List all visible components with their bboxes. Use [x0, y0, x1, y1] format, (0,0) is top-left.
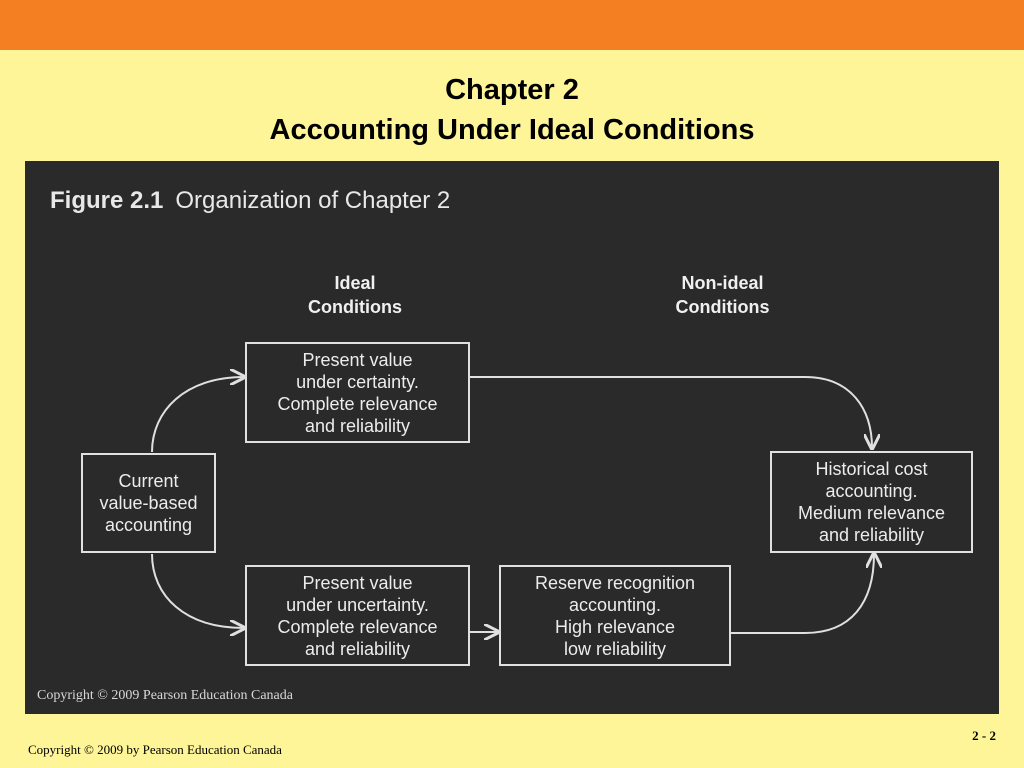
arrow-current-to-pv-certainty — [151, 377, 244, 453]
arrow-current-to-pv-uncertainty — [151, 553, 244, 628]
box-pv-certainty: Present value under certainty. Complete … — [245, 342, 470, 443]
top-accent-bar — [0, 0, 1024, 50]
footer-copyright: Copyright © 2009 by Pearson Education Ca… — [28, 742, 282, 757]
box-pv-uncertainty: Present value under uncertainty. Complet… — [245, 565, 470, 666]
slide-title-line2: Accounting Under Ideal Conditions — [269, 114, 755, 146]
figure-label: Figure 2.1 — [50, 187, 164, 214]
figure-heading: Figure 2.1 Organization of Chapter 2 — [50, 187, 450, 215]
flow-arrows — [151, 161, 999, 714]
page-number: 2 - 2 — [972, 728, 996, 743]
slide-title: Chapter 2 Accounting Under Ideal Conditi… — [0, 70, 1024, 150]
box-historical-cost: Historical cost accounting. Medium relev… — [770, 451, 973, 553]
figure-copyright: Copyright © 2009 Pearson Education Canad… — [37, 688, 293, 703]
column-header-non-ideal: Non-ideal Conditions — [675, 273, 770, 317]
arrow-reserve-to-historical — [730, 554, 874, 634]
figure-title: Organization of Chapter 2 — [175, 187, 451, 214]
slide-title-line1: Chapter 2 — [445, 74, 579, 106]
box-reserve-recognition: Reserve recognition accounting. High rel… — [499, 565, 731, 666]
figure-panel: Figure 2.1 Organization of Chapter 2 Idea… — [25, 161, 999, 714]
column-header-ideal: Ideal Conditions — [308, 273, 402, 317]
arrow-pv-certainty-to-historical — [469, 376, 872, 448]
box-current-value-accounting: Current value-based accounting — [81, 453, 216, 553]
